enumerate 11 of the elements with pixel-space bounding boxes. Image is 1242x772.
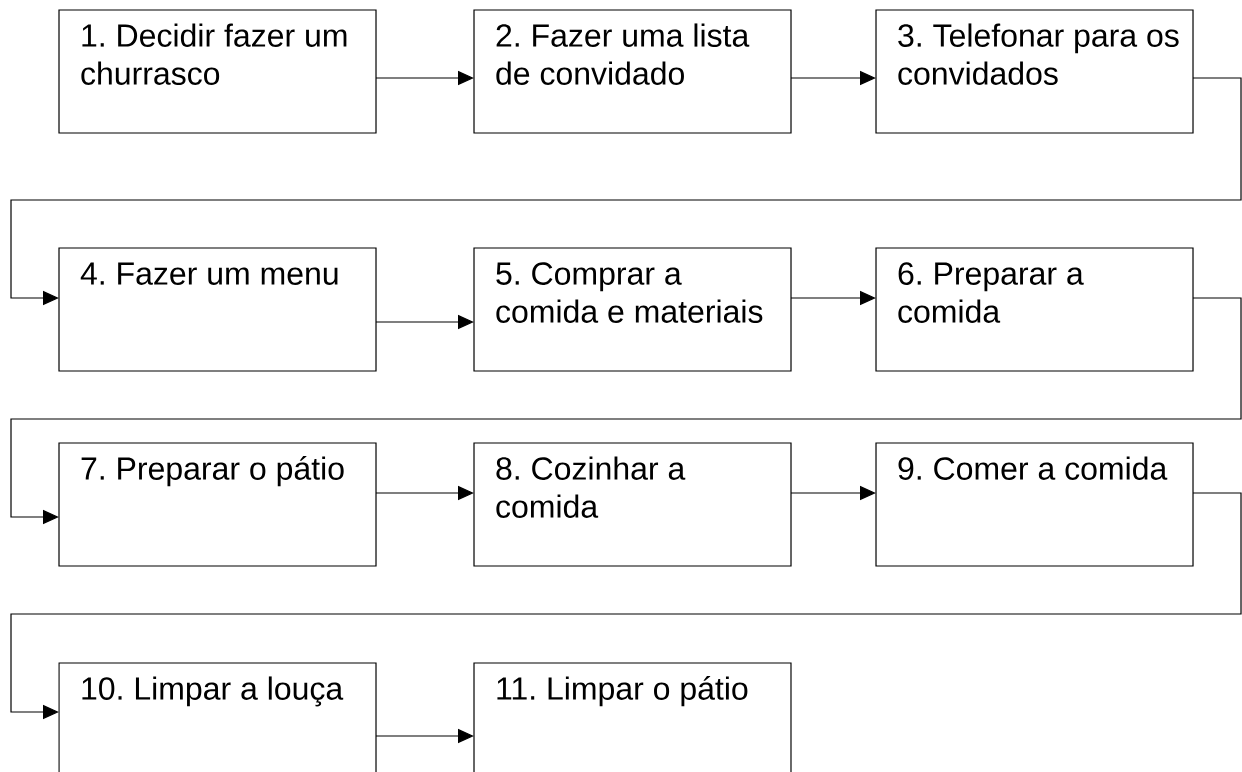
process-box: 6. Preparar a comida [875, 247, 1194, 372]
process-box: 8. Cozinhar a comida [473, 442, 792, 567]
process-box: 4. Fazer um menu [58, 247, 377, 372]
process-box: 2. Fazer uma lista de convidado [473, 9, 792, 134]
process-box: 5. Comprar a comida e materiais [473, 247, 792, 372]
process-box: 7. Preparar o pátio [58, 442, 377, 567]
process-box: 1. Decidir fazer um churrasco [58, 9, 377, 134]
process-box: 11. Limpar o pátio [473, 662, 792, 772]
process-box: 9. Comer a comida [875, 442, 1194, 567]
process-box: 3. Telefonar para os convidados [875, 9, 1194, 134]
process-box: 10. Limpar a louça [58, 662, 377, 772]
